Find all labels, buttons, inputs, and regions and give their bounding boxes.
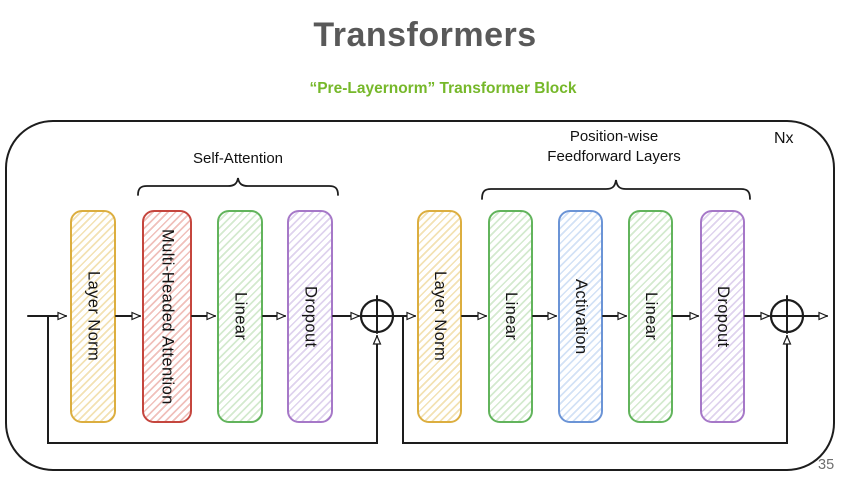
feedforward-group-label-line2: Feedforward Layers — [547, 148, 681, 165]
feedforward-group-label-line1: Position-wise — [569, 128, 659, 145]
page-title: Transformers — [313, 16, 537, 54]
block-label: Dropout — [301, 285, 320, 348]
block-linear-1: Linear — [217, 210, 263, 423]
block-layer-norm-2: Layer Norm — [417, 210, 462, 423]
block-label: Linear — [642, 292, 660, 341]
block-dropout-2: Dropout — [700, 210, 745, 423]
block-linear-2: Linear — [488, 210, 533, 423]
repeat-count-label: Nx — [774, 130, 794, 147]
block-label: Dropout — [714, 285, 732, 348]
feedforward-group-label: Position-wise Feedforward Layers — [464, 127, 764, 167]
block-layer-norm-1: Layer Norm — [70, 210, 116, 423]
self-attention-group-label: Self-Attention — [192, 150, 284, 167]
slide-subtitle: “Pre-Layernorm” Transformer Block — [309, 80, 577, 97]
block-label: Linear — [502, 292, 520, 341]
transformer-block-frame — [5, 120, 835, 471]
block-label: Layer Norm — [431, 271, 449, 362]
page-number: 35 — [818, 457, 835, 473]
block-multi-headed-attention: Multi-Headed Attention — [142, 210, 192, 423]
block-linear-3: Linear — [628, 210, 673, 423]
block-label: Multi-Headed Attention — [158, 228, 177, 405]
block-label: Linear — [231, 292, 250, 341]
block-activation: Activation — [558, 210, 603, 423]
block-label: Activation — [572, 278, 590, 355]
block-label: Layer Norm — [84, 271, 103, 362]
block-dropout-1: Dropout — [287, 210, 333, 423]
